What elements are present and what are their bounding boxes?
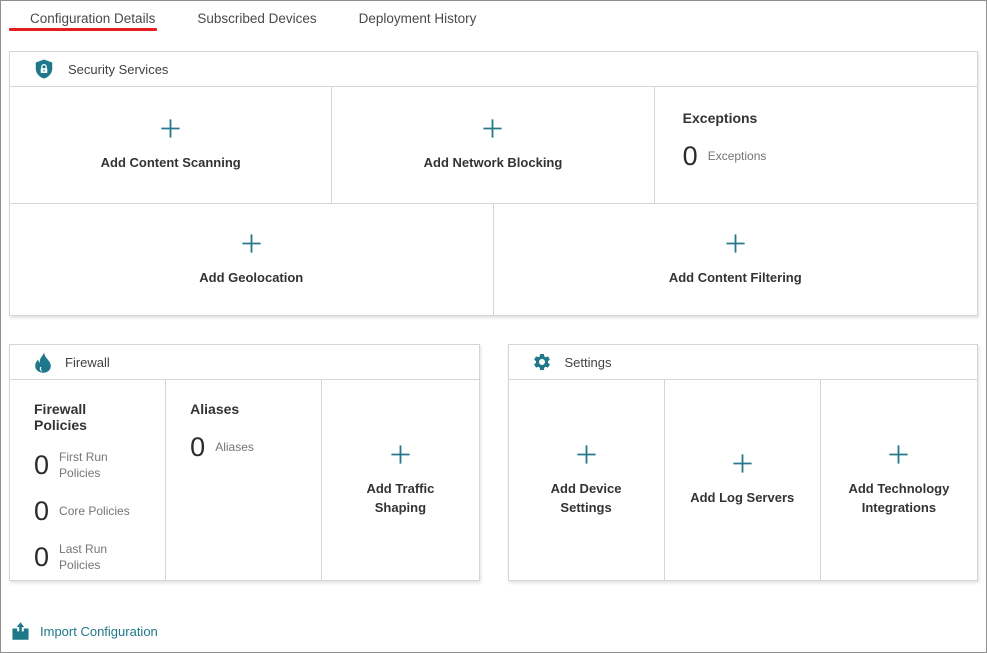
add-content-filtering-card[interactable]: Add Content Filtering: [493, 204, 977, 315]
plus-icon: [724, 232, 747, 255]
settings-panel: Settings Add Device Settings Add Log Ser…: [507, 344, 978, 581]
settings-header: Settings: [508, 345, 977, 380]
first-run-policies-label: First Run Policies: [59, 450, 108, 480]
add-device-settings-card[interactable]: Add Device Settings: [508, 380, 665, 580]
add-geolocation-label: Add Geolocation: [199, 269, 304, 285]
add-log-servers-card[interactable]: Add Log Servers: [664, 380, 821, 580]
tab-label: Subscribed Devices: [197, 11, 317, 26]
security-cards-row2: Add Geolocation Add Content Filtering: [10, 204, 977, 315]
bottom-panels-row: Firewall Firewall Policies 0 First Run P…: [9, 344, 978, 581]
core-policies-stat: 0 Core Policies: [34, 498, 141, 525]
add-content-scanning-label: Add Content Scanning: [100, 155, 241, 171]
security-services-panel: Security Services Add Content Scanning A…: [9, 51, 978, 316]
first-run-policies-count: 0: [34, 450, 50, 481]
aliases-stat: 0 Aliases: [190, 434, 297, 461]
firewall-title: Firewall: [65, 354, 110, 370]
exceptions-stat: 0 Exceptions: [683, 143, 949, 170]
add-technology-integrations-label: Add Technology Integrations: [848, 480, 950, 515]
core-policies-label: Core Policies: [59, 503, 130, 518]
import-configuration-label: Import Configuration: [40, 624, 158, 639]
add-technology-integrations-card[interactable]: Add Technology Integrations: [820, 380, 977, 580]
first-run-policies-stat: 0 First Run Policies: [34, 450, 141, 481]
exceptions-title: Exceptions: [682, 110, 758, 126]
import-configuration-link[interactable]: Import Configuration: [10, 621, 158, 642]
tab-deployment-history[interactable]: Deployment History: [338, 1, 498, 26]
firewall-panel: Firewall Firewall Policies 0 First Run P…: [9, 344, 480, 581]
add-log-servers-label: Add Log Servers: [690, 490, 795, 506]
exceptions-count: 0: [682, 141, 698, 171]
add-traffic-shaping-label: Add Traffic Shaping: [366, 480, 435, 515]
settings-title: Settings: [564, 354, 612, 370]
tab-label: Configuration Details: [30, 11, 156, 26]
plus-icon: [481, 117, 504, 140]
aliases-title: Aliases: [190, 401, 240, 417]
exceptions-card[interactable]: Exceptions 0 Exceptions: [654, 87, 977, 203]
core-policies-count: 0: [34, 496, 50, 527]
add-content-filtering-label: Add Content Filtering: [668, 269, 802, 285]
tab-label: Deployment History: [358, 11, 477, 26]
aliases-count: 0: [190, 432, 206, 462]
plus-icon: [159, 117, 182, 140]
plus-icon: [731, 452, 754, 475]
aliases-card[interactable]: Aliases 0 Aliases: [166, 380, 323, 580]
last-run-policies-label: Last Run Policies: [59, 542, 108, 572]
import-upload-icon: [10, 621, 31, 642]
firewall-policies-card[interactable]: Firewall Policies 0 First Run Policies 0…: [10, 380, 167, 580]
add-device-settings-label: Add Device Settings: [550, 480, 622, 515]
gear-icon: [532, 352, 552, 372]
flame-icon: [33, 352, 52, 373]
plus-icon: [887, 443, 910, 466]
aliases-stat-label: Aliases: [215, 439, 254, 454]
shield-lock-icon: [33, 58, 55, 80]
last-run-policies-stat: 0 Last Run Policies: [34, 542, 141, 573]
tab-bar: Configuration Details Subscribed Devices…: [9, 1, 978, 51]
add-content-scanning-card[interactable]: Add Content Scanning: [10, 87, 333, 203]
plus-icon: [575, 443, 598, 466]
firewall-header: Firewall: [10, 345, 479, 380]
security-services-header: Security Services: [10, 52, 977, 87]
tab-configuration-details[interactable]: Configuration Details: [9, 1, 176, 31]
add-geolocation-card[interactable]: Add Geolocation: [10, 204, 494, 315]
last-run-policies-count: 0: [34, 542, 50, 573]
plus-icon: [389, 443, 412, 466]
settings-cards: Add Device Settings Add Log Servers Add …: [508, 380, 977, 580]
exceptions-stat-label: Exceptions: [707, 148, 767, 163]
add-network-blocking-card[interactable]: Add Network Blocking: [332, 87, 655, 203]
tab-subscribed-devices[interactable]: Subscribed Devices: [176, 1, 337, 26]
plus-icon: [240, 232, 263, 255]
add-traffic-shaping-card[interactable]: Add Traffic Shaping: [322, 380, 479, 580]
add-network-blocking-label: Add Network Blocking: [423, 155, 563, 171]
security-services-title: Security Services: [68, 61, 169, 77]
firewall-policies-title: Firewall Policies: [34, 401, 87, 433]
firewall-cards: Firewall Policies 0 First Run Policies 0…: [10, 380, 479, 580]
security-cards-row1: Add Content Scanning Add Network Blockin…: [10, 87, 977, 204]
